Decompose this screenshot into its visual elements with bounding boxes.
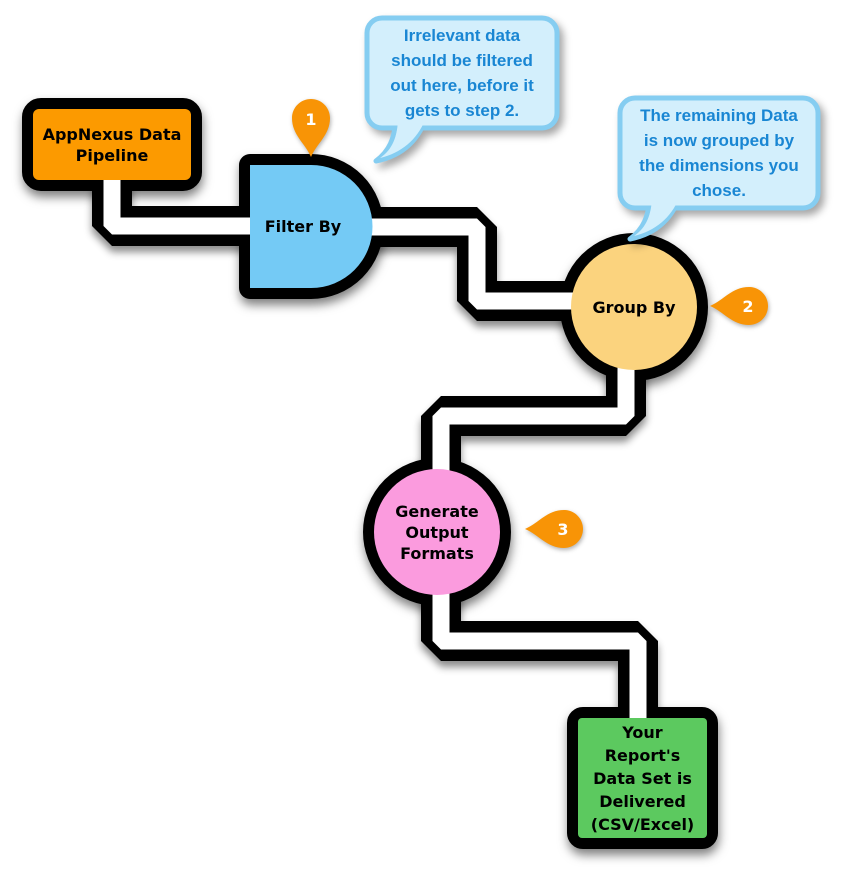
filter-node bbox=[250, 165, 373, 288]
callout-group-text: The remaining Data is now grouped by the… bbox=[625, 100, 813, 206]
node-fills bbox=[33, 109, 707, 838]
filter-note-line1: Irrelevant data bbox=[403, 26, 521, 45]
callout-filter-body bbox=[364, 15, 560, 131]
callout-filter-tail-fill bbox=[380, 120, 425, 158]
group-note-line4: chose. bbox=[692, 181, 746, 200]
filter-note-line2: should be filtered bbox=[391, 51, 533, 70]
group-label-text: Group By bbox=[592, 297, 676, 317]
generate-node bbox=[374, 469, 500, 595]
callout-filter-text: Irrelevant data should be filtered out h… bbox=[372, 20, 552, 126]
group-note-line3: the dimensions you bbox=[639, 156, 799, 175]
generate-label-line3: Formats bbox=[400, 543, 474, 563]
pipe-channels bbox=[103, 178, 647, 722]
filter-note-line3: out here, before it bbox=[390, 76, 534, 95]
deliver-node-label: Your Report's Data Set is Delivered (CSV… bbox=[578, 718, 707, 838]
pipe-channel-4 bbox=[432, 592, 647, 722]
group-note-line2: is now grouped by bbox=[643, 131, 795, 150]
callout-group-tail-fill bbox=[634, 198, 679, 236]
filter-note-line4: gets to step 2. bbox=[404, 101, 520, 120]
deliver-label-line2: Report's bbox=[604, 745, 681, 765]
pipe-channel-2 bbox=[368, 218, 575, 310]
group-note-line1: The remaining Data bbox=[640, 106, 798, 125]
deliver-label-line5: (CSV/Excel) bbox=[590, 814, 695, 834]
deliver-label-line3: Data Set is bbox=[593, 768, 692, 788]
generate-label-line2: Output bbox=[405, 522, 469, 542]
filter-node-label: Filter By bbox=[237, 165, 369, 288]
generate-node-label: Generate Output Formats bbox=[374, 469, 500, 595]
pipe-channel-3 bbox=[432, 366, 635, 472]
filter-label-text: Filter By bbox=[264, 217, 342, 236]
group-node bbox=[571, 244, 697, 370]
step1-pin-icon bbox=[292, 99, 330, 157]
step2-number: 2 bbox=[742, 296, 754, 316]
step2-pin-icon bbox=[710, 287, 768, 325]
generate-label-line1: Generate bbox=[395, 501, 479, 521]
step3-number: 3 bbox=[557, 519, 569, 539]
callout-filter-note bbox=[364, 15, 560, 164]
callout-group-body bbox=[617, 95, 821, 211]
pipe-generate-to-deliver bbox=[421, 590, 658, 725]
step-markers bbox=[292, 99, 768, 548]
step1-number: 1 bbox=[305, 109, 317, 129]
source-node bbox=[33, 109, 191, 180]
deliver-label-line4: Delivered bbox=[599, 791, 686, 811]
callout-group-note bbox=[617, 95, 821, 242]
deliver-label-line1: Your bbox=[622, 722, 663, 742]
deliver-node bbox=[578, 718, 707, 838]
group-node-label: Group By bbox=[571, 244, 697, 370]
source-label-line2: Pipeline bbox=[75, 145, 149, 165]
source-label-line1: AppNexus Data bbox=[42, 124, 182, 144]
source-node-label: AppNexus Data Pipeline bbox=[33, 109, 191, 180]
step3-pin-icon bbox=[525, 510, 583, 548]
pipe-channel-1 bbox=[103, 178, 254, 235]
